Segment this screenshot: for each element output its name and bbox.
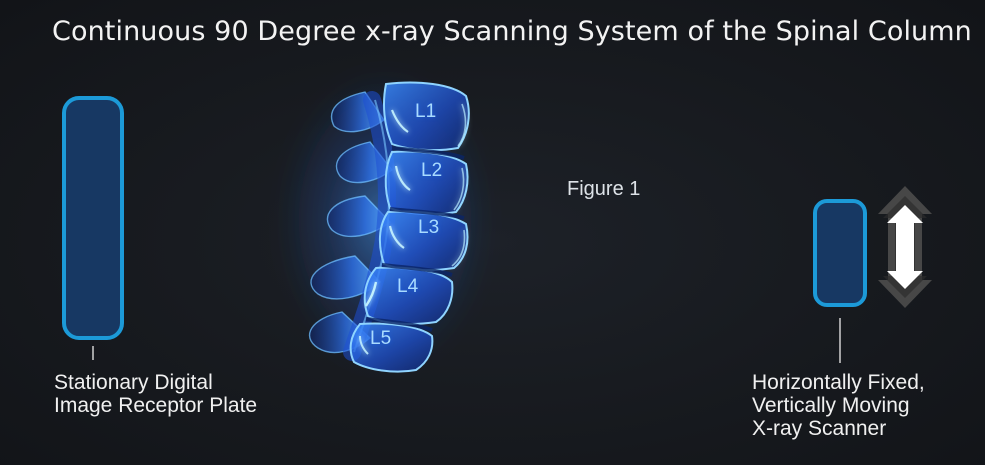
page-title: Continuous 90 Degree x-ray Scanning Syst…	[52, 16, 972, 47]
image-receptor-plate	[62, 96, 124, 340]
scanner-caption-line3: X-ray Scanner	[752, 417, 887, 440]
vertebra-label-l1: L1	[415, 101, 437, 122]
receptor-plate-caption-line2: Image Receptor Plate	[54, 394, 258, 417]
vertebra-label-l2: L2	[421, 160, 443, 181]
receptor-plate-caption-line1: Stationary Digital	[54, 371, 213, 394]
scanner-caption-line2: Vertically Moving	[752, 394, 910, 417]
double-headed-vertical-arrow-icon	[878, 186, 932, 308]
vertebra-label-l3: L3	[418, 217, 440, 238]
receptor-plate-caption: Stationary Digital Image Receptor Plate	[54, 371, 257, 417]
scanner-caption-line1: Horizontally Fixed,	[752, 371, 925, 394]
xray-scanner	[813, 199, 867, 307]
vertebra-label-l5: L5	[370, 328, 392, 349]
figure-label: Figure 1	[567, 178, 641, 200]
vertebra-label-l4: L4	[397, 276, 419, 297]
scanner-caption: Horizontally Fixed, Vertically Moving X-…	[752, 371, 925, 440]
lumbar-spine-illustration	[308, 81, 470, 373]
